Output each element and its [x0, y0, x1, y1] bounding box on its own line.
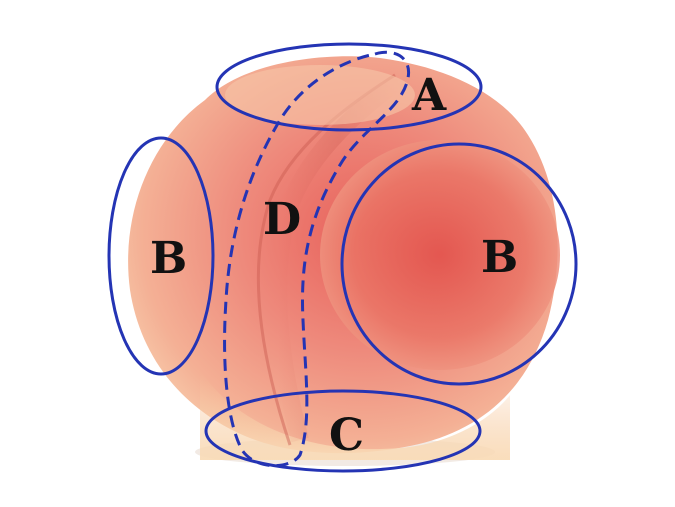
label-c: C: [329, 410, 364, 461]
label-a: A: [411, 70, 447, 121]
peach-bottom: [200, 370, 510, 460]
region-b-left-outline: [107, 136, 215, 376]
peach-top-highlight: [225, 65, 415, 125]
region-a-outline: [215, 42, 483, 132]
region-b-right-outline: [340, 142, 578, 386]
label-d: D: [263, 194, 301, 245]
peach-right-lobe: [320, 140, 560, 370]
region-c-outline: [204, 389, 482, 473]
label-b-left: B: [150, 233, 187, 284]
region-d-outline: [223, 50, 411, 468]
label-b-right: B: [481, 232, 518, 283]
